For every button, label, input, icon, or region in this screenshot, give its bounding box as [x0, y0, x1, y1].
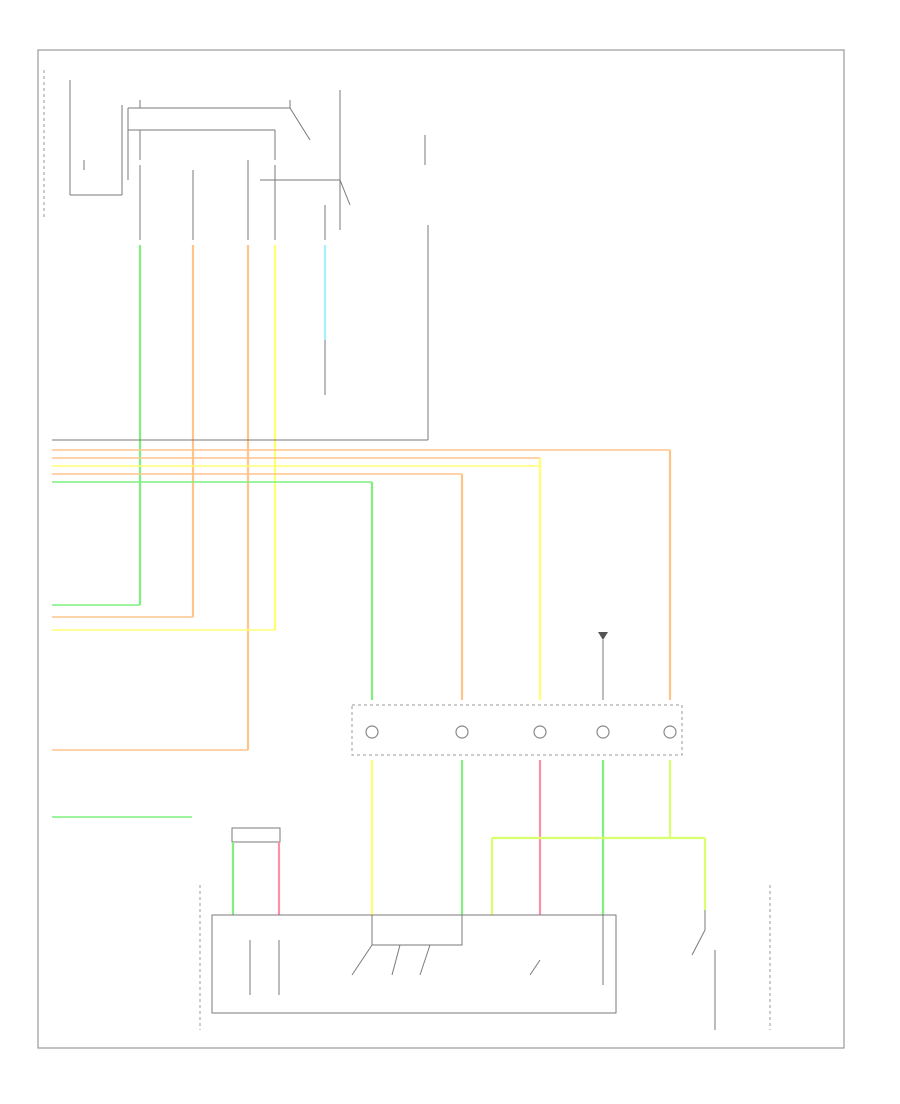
pin-1	[365, 725, 379, 739]
upper-gray-wires	[139, 160, 429, 440]
pin-2	[455, 725, 469, 739]
connector-block	[351, 704, 683, 756]
right-switch	[691, 885, 771, 1030]
pin-3	[533, 725, 547, 739]
diagram-frame	[37, 49, 845, 1049]
pin-4	[596, 725, 610, 739]
top-left-fuse-block	[69, 80, 123, 196]
pin-5	[663, 725, 677, 739]
bottom-module	[211, 914, 617, 1014]
relay-area	[127, 90, 426, 230]
left-component	[231, 827, 281, 843]
ground-symbol	[598, 632, 608, 640]
